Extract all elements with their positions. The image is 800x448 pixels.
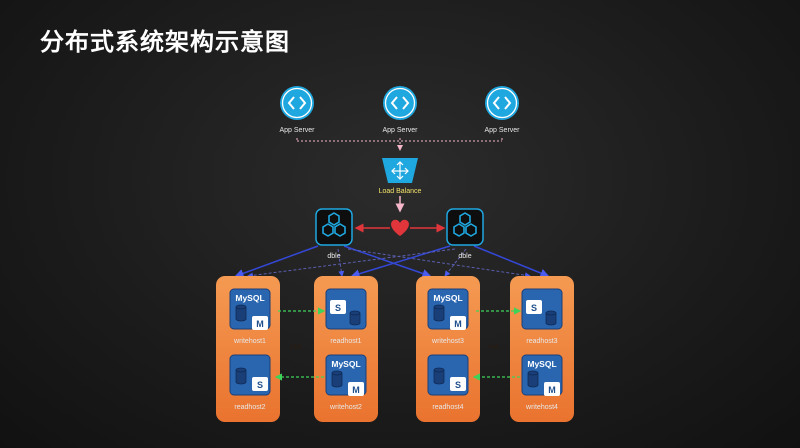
dble-label: dble bbox=[458, 253, 471, 260]
database-icon bbox=[545, 310, 557, 326]
app-server-1: App Server bbox=[279, 86, 315, 134]
host-label: readhost2 bbox=[234, 404, 265, 411]
role-badge: M bbox=[256, 319, 264, 329]
replication-links bbox=[274, 307, 522, 381]
host-label: writehost3 bbox=[431, 338, 464, 345]
database-icon bbox=[527, 370, 539, 388]
ha-label: HA bbox=[291, 342, 301, 351]
mysql-logo: MySQL bbox=[527, 359, 556, 369]
database-icon bbox=[331, 370, 343, 388]
host-label: writehost2 bbox=[329, 404, 362, 411]
db-node-readhost2: S readhost2 bbox=[229, 354, 271, 411]
role-badge: S bbox=[455, 380, 461, 390]
heartbeat-link bbox=[354, 219, 446, 236]
role-badge: S bbox=[531, 303, 537, 313]
app-server-2: App Server bbox=[382, 86, 418, 134]
db-node-readhost1: S readhost1 bbox=[325, 288, 367, 345]
role-badge: S bbox=[257, 380, 263, 390]
database-icon bbox=[235, 304, 247, 322]
dble-links bbox=[234, 245, 550, 279]
app-server-links bbox=[296, 138, 503, 213]
db-node-writehost4: MySQL M writehost4 bbox=[521, 354, 563, 411]
dble-node-1: dble bbox=[315, 208, 353, 260]
role-badge: M bbox=[548, 385, 556, 395]
db-node-writehost1: MySQL M writehost1 bbox=[229, 288, 271, 345]
database-icon bbox=[433, 304, 445, 322]
load-balance-label: Load Balance bbox=[379, 188, 422, 195]
heart-icon bbox=[391, 219, 409, 236]
role-badge: M bbox=[352, 385, 360, 395]
host-label: writehost1 bbox=[233, 338, 266, 345]
database-icon bbox=[235, 367, 247, 385]
host-label: readhost1 bbox=[330, 338, 361, 345]
db-node-writehost3: MySQL M writehost3 bbox=[427, 288, 469, 345]
host-label: writehost4 bbox=[525, 404, 558, 411]
load-balance-icon bbox=[391, 161, 409, 180]
app-server-label: App Server bbox=[484, 127, 520, 134]
dble-label: dble bbox=[327, 253, 340, 260]
mysql-logo: MySQL bbox=[331, 359, 360, 369]
mysql-logo: MySQL bbox=[235, 293, 264, 303]
mysql-logo: MySQL bbox=[433, 293, 462, 303]
app-server-label: App Server bbox=[382, 127, 418, 134]
role-badge: S bbox=[335, 303, 341, 313]
load-balancer: Load Balance bbox=[379, 158, 422, 195]
ha-label: HA bbox=[489, 342, 499, 351]
host-label: readhost4 bbox=[432, 404, 463, 411]
dble-node-2: dble bbox=[446, 208, 484, 260]
hexagon-cluster-icon bbox=[322, 212, 346, 237]
app-server-label: App Server bbox=[279, 127, 315, 134]
db-node-readhost4: S readhost4 bbox=[427, 354, 469, 411]
hexagon-cluster-icon bbox=[453, 212, 477, 237]
db-node-readhost3: S readhost3 bbox=[521, 288, 563, 345]
database-icon bbox=[349, 310, 361, 326]
page-title: 分布式系统架构示意图 bbox=[40, 28, 290, 56]
host-label: readhost3 bbox=[526, 338, 557, 345]
role-badge: M bbox=[454, 319, 462, 329]
db-node-writehost2: MySQL M writehost2 bbox=[325, 354, 367, 411]
app-server-3: App Server bbox=[484, 86, 520, 134]
database-icon bbox=[433, 367, 445, 385]
